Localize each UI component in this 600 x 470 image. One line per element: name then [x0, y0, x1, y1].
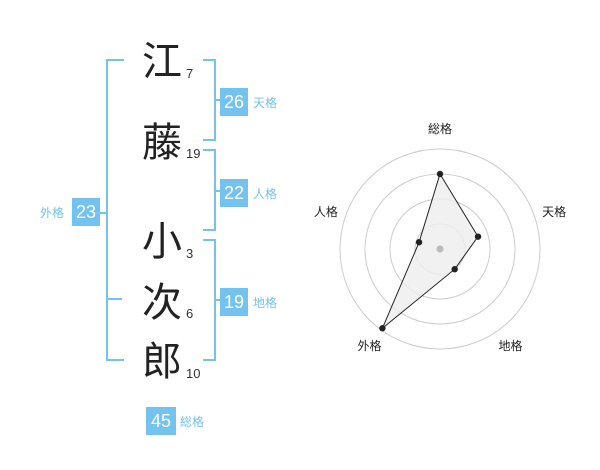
chikaku-value: 19: [220, 288, 248, 316]
jinkaku-label: 人格: [253, 187, 278, 201]
gaikaku-value: 23: [72, 198, 100, 226]
soukaku-label: 総格: [180, 415, 205, 429]
stroke-count-4: 6: [186, 306, 194, 321]
radar-axis-label-3: 地格: [498, 338, 522, 353]
radar-point-3: [451, 266, 458, 273]
soukaku-value: 45: [146, 407, 176, 435]
radar-center-point: [436, 245, 444, 253]
tenkaku-bracket-tick: [214, 99, 220, 101]
radar-point-2: [474, 233, 482, 240]
radar-point-5: [415, 239, 423, 246]
stroke-count-3: 3: [186, 246, 194, 261]
radar-axis-label-4: 外格: [357, 338, 381, 353]
chikaku-bracket-tick: [214, 299, 220, 301]
stroke-count-1: 7: [186, 66, 194, 81]
jinkaku-value: 22: [220, 179, 248, 207]
jinkaku-bracket-tick: [214, 190, 220, 192]
tenkaku-label: 天格: [253, 96, 278, 110]
name-char-5: 郎: [142, 339, 182, 385]
name-char-1: 江: [142, 39, 182, 85]
stroke-count-2: 19: [186, 146, 201, 161]
name-char-2: 藤: [142, 120, 182, 166]
gaikaku-bracket-tick: [100, 212, 106, 214]
tenkaku-value: 26: [220, 88, 248, 116]
radar-axis-label-2: 天格: [542, 204, 566, 219]
radar-polygon: [381, 172, 479, 329]
radar-axis-label-1: 総格: [428, 121, 452, 136]
stroke-count-5: 10: [186, 366, 201, 381]
gaikaku-label: 外格: [40, 206, 65, 220]
chikaku-label: 地格: [253, 296, 278, 310]
gaikaku-bracket-divider: [106, 298, 122, 300]
name-char-4: 次: [142, 280, 182, 326]
name-char-3: 小: [142, 219, 182, 265]
radar-ring-4: [339, 148, 541, 350]
gaikaku-bracket: [106, 59, 124, 361]
radar-axis-label-5: 人格: [314, 204, 338, 219]
radar-point-4: [379, 325, 386, 332]
radar-point-1: [436, 170, 444, 178]
radar-points: [379, 170, 482, 332]
